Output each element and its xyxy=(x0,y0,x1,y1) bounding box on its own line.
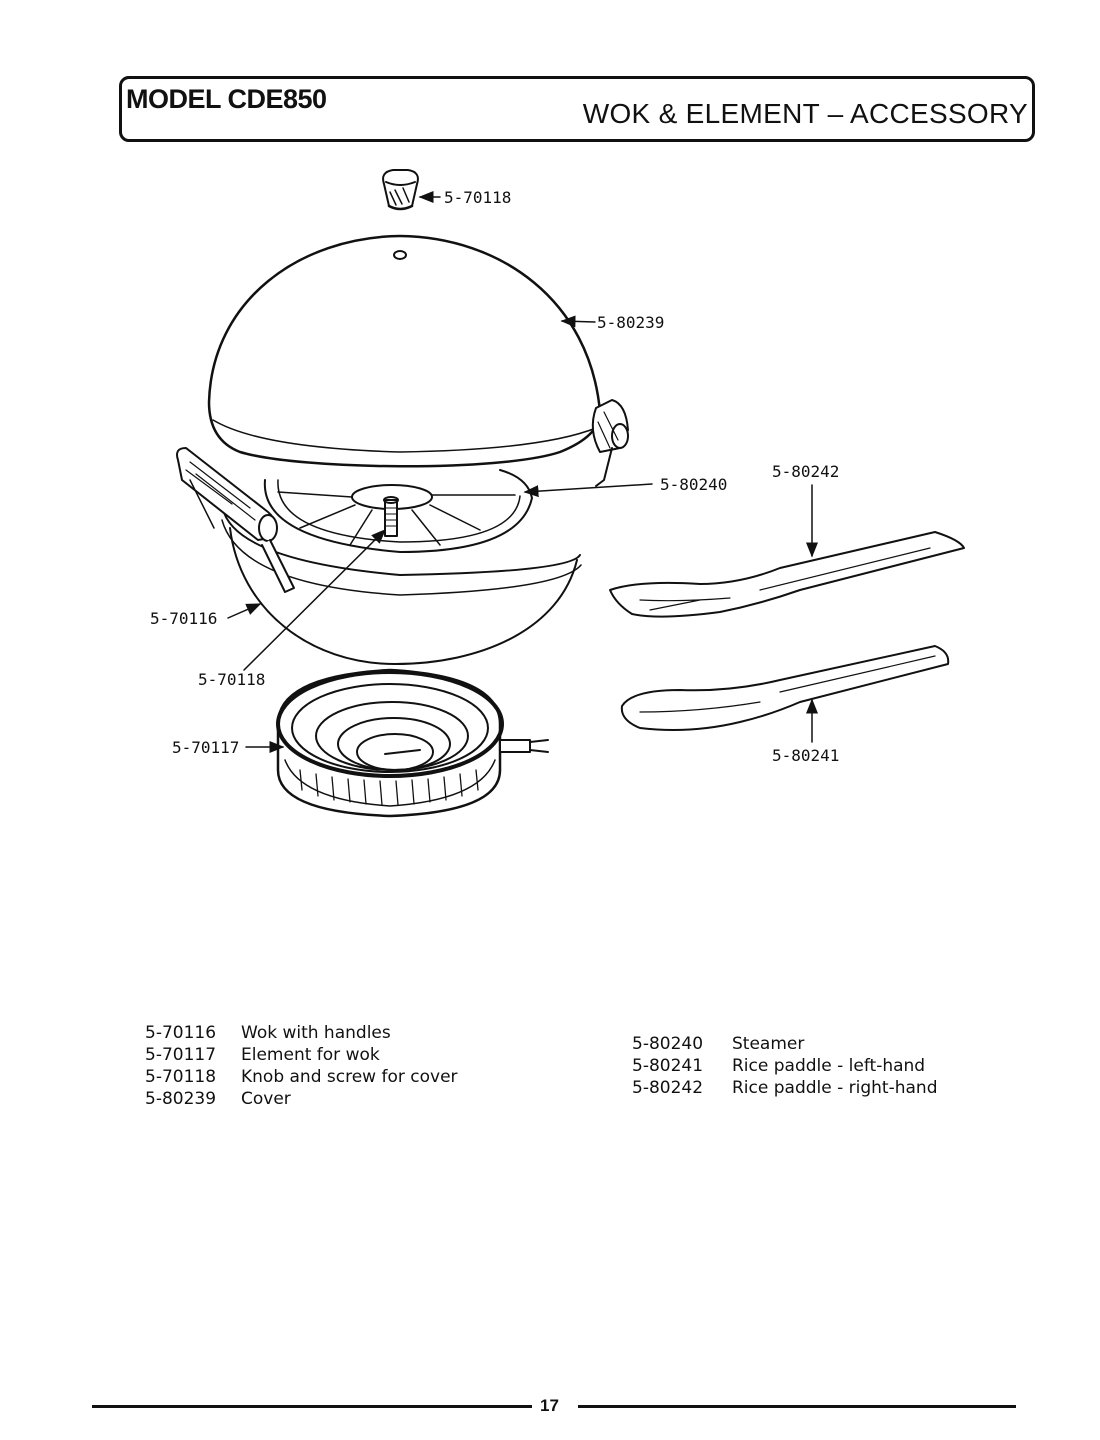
legend-description: Rice paddle - right-hand xyxy=(732,1078,938,1098)
knob-part xyxy=(382,169,419,211)
legend-description: Element for wok xyxy=(241,1045,380,1065)
legend-description: Cover xyxy=(241,1089,291,1109)
legend-part-number: 5-80242 xyxy=(632,1078,704,1098)
legend-description: Knob and screw for cover xyxy=(241,1067,458,1087)
parts-legend-left: 5-70116 Wok with handles 5-70117 Element f… xyxy=(145,1022,458,1110)
paddle-left-part xyxy=(620,645,950,731)
legend-part-number: 5-80241 xyxy=(632,1056,704,1076)
callout-paddle-right: 5-80242 xyxy=(772,462,839,481)
legend-row: 5-80239 Cover xyxy=(145,1088,458,1110)
section-title: WOK & ELEMENT – ACCESSORY xyxy=(582,98,1028,129)
callout-knob-screw: 5-70118 xyxy=(198,670,265,689)
legend-row: 5-80241 Rice paddle - left-hand xyxy=(632,1055,938,1077)
legend-row: 5-80240 Steamer xyxy=(632,1033,938,1055)
legend-description: Wok with handles xyxy=(241,1023,391,1043)
wok-part xyxy=(176,399,629,665)
legend-row: 5-70117 Element for wok xyxy=(145,1044,458,1066)
exploded-parts-diagram: 5-70118 5-80239 5-80240 5-80242 5-70116 … xyxy=(150,169,965,818)
legend-part-number: 5-70116 xyxy=(145,1023,217,1043)
legend-row: 5-70118 Knob and screw for cover xyxy=(145,1066,458,1088)
header-frame xyxy=(119,76,1035,142)
steamer-part xyxy=(263,469,533,553)
page-number: 17 xyxy=(540,1396,559,1415)
legend-row: 5-80242 Rice paddle - right-hand xyxy=(632,1077,938,1099)
legend-row: 5-70116 Wok with handles xyxy=(145,1022,458,1044)
footer-rule-right xyxy=(578,1405,1016,1408)
parts-legend-right: 5-80240 Steamer 5-80241 Rice paddle - left… xyxy=(632,1033,938,1099)
legend-part-number: 5-70118 xyxy=(145,1067,217,1087)
legend-description: Rice paddle - left-hand xyxy=(732,1056,926,1076)
paddle-right-part xyxy=(609,531,965,618)
footer-rule-left xyxy=(92,1405,532,1408)
callout-cover: 5-80239 xyxy=(597,313,664,332)
callout-paddle-left: 5-80241 xyxy=(772,746,839,765)
legend-part-number: 5-80239 xyxy=(145,1089,217,1109)
legend-description: Steamer xyxy=(732,1034,805,1054)
callout-knob-top: 5-70118 xyxy=(444,188,511,207)
callout-steamer: 5-80240 xyxy=(660,475,727,494)
callout-element: 5-70117 xyxy=(172,738,239,757)
model-title: MODEL CDE850 xyxy=(126,84,327,114)
legend-part-number: 5-80240 xyxy=(632,1034,704,1054)
legend-part-number: 5-70117 xyxy=(145,1045,217,1065)
leader-lines xyxy=(227,191,818,753)
element-part xyxy=(276,668,549,818)
callout-wok: 5-70116 xyxy=(150,609,217,628)
cover-part xyxy=(207,234,602,468)
